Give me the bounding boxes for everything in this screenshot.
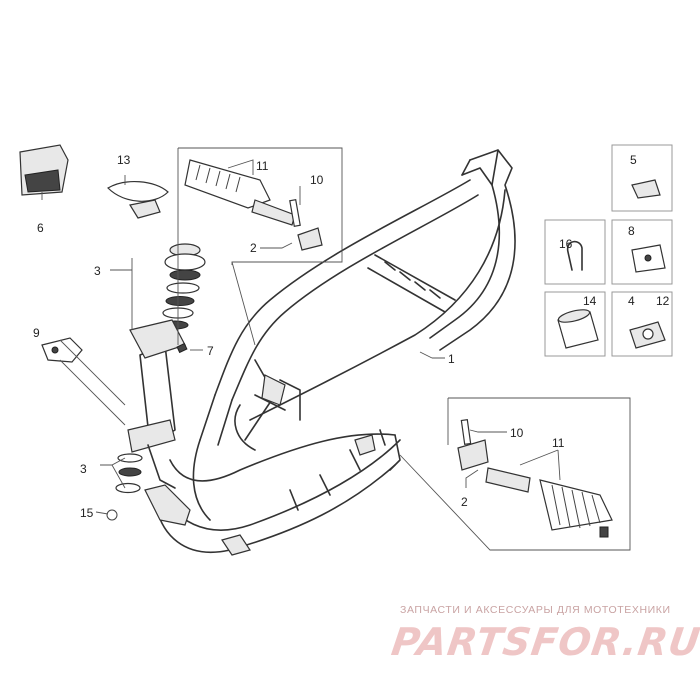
callout-7: 7 [207,344,214,358]
callout-4: 4 [628,294,635,308]
watermark-logo: PARTSFOR.RU [388,620,700,664]
callout-16: 16 [559,237,573,251]
cable-clamp [41,337,83,363]
part-box-14 [544,291,606,357]
callout-6: 6 [37,221,44,235]
callout-3b: 3 [80,462,87,476]
main-frame [144,149,516,556]
callout-14: 14 [583,294,597,308]
callout-numbers: 1 2 2 3 3 4 5 6 7 8 9 10 10 11 11 12 13 … [33,153,670,520]
part-box-16 [544,219,606,285]
callout-10b: 10 [510,426,524,440]
part-box-5 [611,144,673,212]
callout-2b: 2 [461,495,468,509]
callout-11b: 11 [552,436,565,450]
callout-11a: 11 [256,159,269,173]
callout-13: 13 [117,153,131,167]
leader-lines [41,159,561,515]
headset-cap [107,181,169,219]
callout-12: 12 [656,294,670,308]
footrest-box-upper [177,147,343,346]
callout-9: 9 [33,326,40,340]
callout-3a: 3 [94,264,101,278]
steering-head-tube [127,344,176,489]
small-bolt [176,342,188,354]
bearing-set-upper [129,243,206,359]
callout-15: 15 [80,506,94,520]
bearing-set-lower [115,453,143,494]
callout-10a: 10 [310,173,324,187]
callout-1: 1 [448,352,455,366]
electrical-kit [19,144,69,196]
callout-8: 8 [628,224,635,238]
part-box-4-12 [611,291,673,357]
watermark-tagline: ЗАПЧАСТИ И АКСЕССУАРЫ ДЛЯ МОТОТЕХНИКИ [400,604,671,616]
part-box-8 [611,219,673,285]
callout-5: 5 [630,153,637,167]
footrest-box-lower [399,397,631,551]
callout-2a: 2 [250,241,257,255]
ring-clip [106,509,118,521]
